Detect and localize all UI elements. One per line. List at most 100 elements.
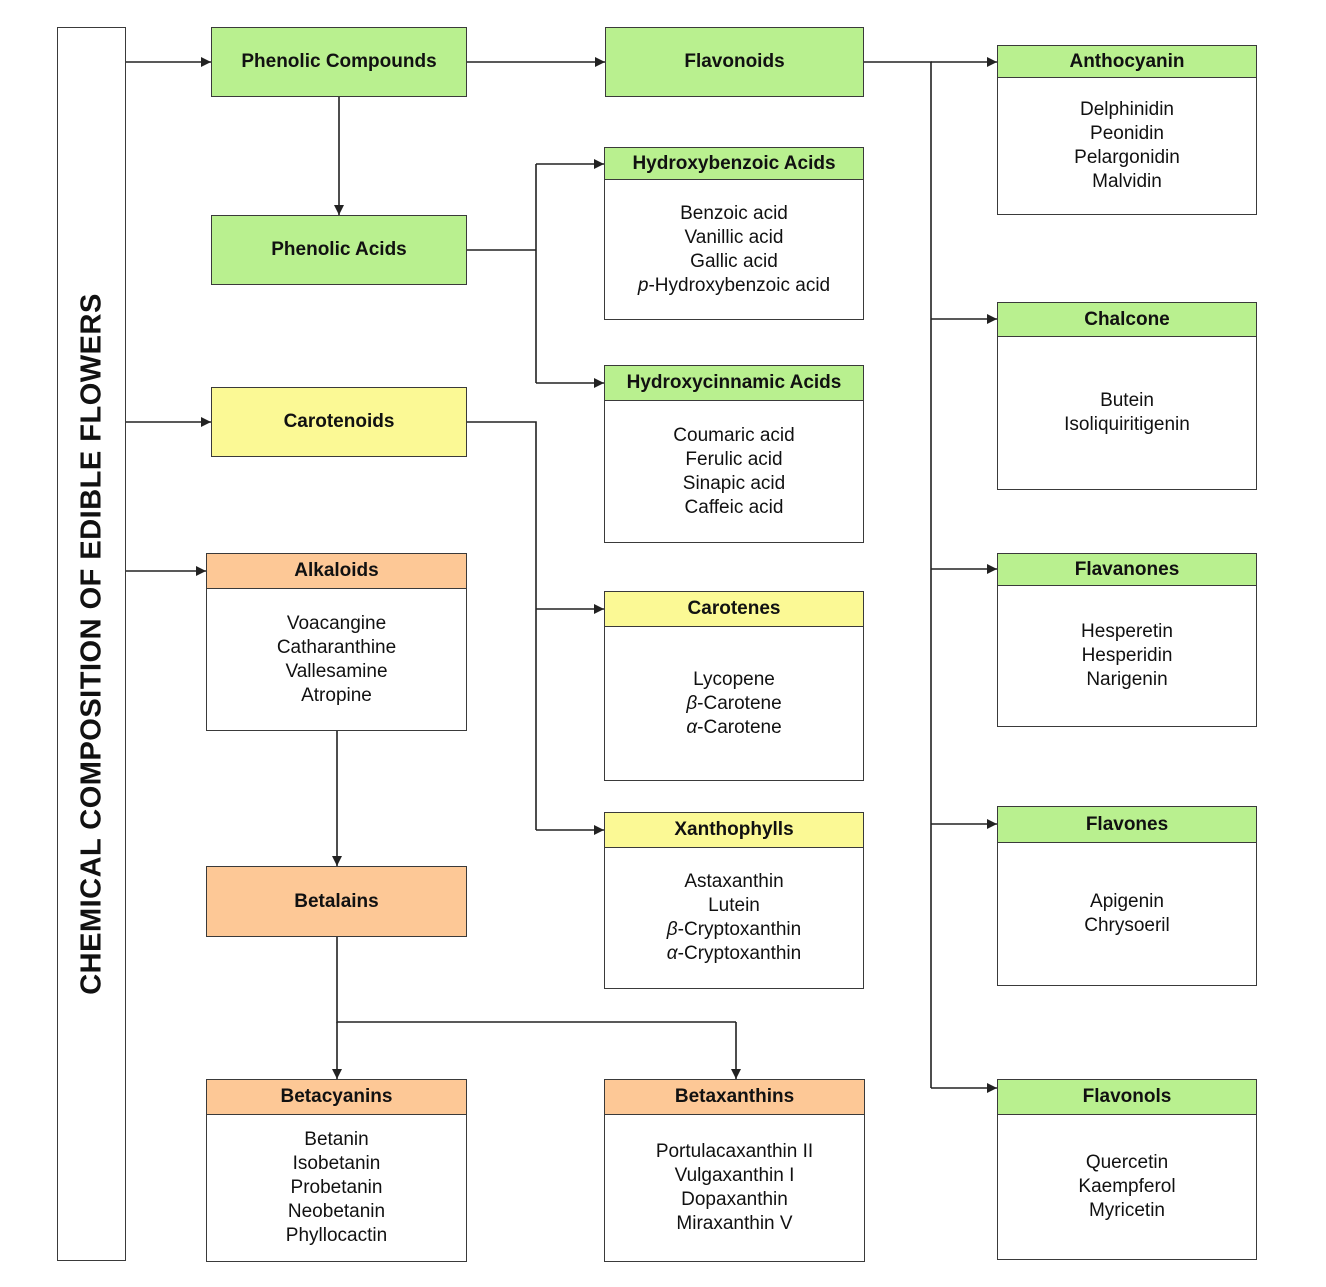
compound-item: Portulacaxanthin II [656,1140,813,1164]
compound-item: Vallesamine [285,660,387,684]
compound-item: Pelargonidin [1074,146,1180,170]
compound-item: Neobetanin [288,1200,385,1224]
compound-item: Caffeic acid [685,496,784,520]
card-title: Anthocyanin [998,46,1256,78]
compound-prefix: p [637,274,649,296]
compound-item: Catharanthine [277,636,396,660]
compound-name: Caffeic acid [684,496,784,518]
compound-name: Miraxanthin V [676,1213,793,1234]
compound-name: Neobetanin [287,1201,386,1222]
compound-name: Dopaxanthin [681,1189,788,1210]
compound-item: Hesperetin [1081,620,1173,644]
compound-item: Coumaric acid [673,424,794,448]
node-carotenoids: Carotenoids [211,387,467,457]
compound-name: Hesperidin [1081,645,1173,666]
compound-item: Narigenin [1086,668,1167,692]
compound-name: Narigenin [1086,669,1168,690]
card-title: Xanthophylls [605,813,863,848]
compound-name: -Cryptoxanthin [677,943,802,964]
compound-name: Probetanin [290,1177,383,1198]
carotenoids-branch [467,421,537,830]
card-title: Flavonols [998,1080,1256,1115]
compound-name: Vanillic acid [684,226,784,248]
compound-name: Atropine [301,684,372,706]
compound-item: Myricetin [1089,1199,1165,1223]
card-title: Hydroxycinnamic Acids [605,366,863,401]
diagram-title: CHEMICAL COMPOSITION OF EDIBLE FLOWERS [75,293,107,995]
compound-name: Pelargonidin [1074,147,1180,168]
compound-name: Vallesamine [285,660,388,682]
compound-name: Lycopene [693,668,775,690]
compound-item: Voacangine [287,612,386,636]
compound-name: -Cryptoxanthin [677,919,802,940]
diagram-title-box: CHEMICAL COMPOSITION OF EDIBLE FLOWERS [57,27,126,1261]
compound-item: Butein [1100,389,1154,413]
compound-name: Lutein [708,895,760,916]
compound-item: Phyllocactin [286,1224,387,1248]
compound-name: Gallic acid [690,250,778,272]
node-betalains: Betalains [206,866,467,937]
compound-name: Delphinidin [1079,99,1174,120]
compound-name: Malvidin [1092,171,1162,192]
compound-item: Vulgaxanthin I [675,1164,795,1188]
compound-name: Quercetin [1085,1152,1169,1173]
node-flavonoids: Flavonoids [605,27,864,97]
compound-name: Benzoic acid [680,202,788,224]
compound-item: α-Cryptoxanthin [667,942,801,966]
compound-item: Gallic acid [690,250,778,274]
compound-item: Atropine [301,684,372,708]
compound-item: Betanin [304,1128,368,1152]
compound-item: Lutein [708,894,760,918]
compound-item: Malvidin [1092,170,1162,194]
card-title: Betacyanins [207,1080,466,1115]
compound-item: Benzoic acid [680,202,788,226]
card-title: Alkaloids [207,554,466,589]
compound-prefix: α [666,943,678,964]
compound-item: Chrysoeril [1084,914,1170,938]
compound-name: Apigenin [1090,891,1164,912]
compound-name: Vulgaxanthin I [674,1165,795,1186]
compound-name: -Carotene [697,716,782,738]
compound-name: Myricetin [1088,1200,1165,1221]
card-title: Hydroxybenzoic Acids [605,148,863,180]
card-title: Flavones [998,807,1256,843]
flavonoids-branch [864,61,932,1088]
card-title: Carotenes [605,592,863,627]
compound-name: Isoliquiritigenin [1064,414,1190,435]
compound-prefix: α [686,716,698,738]
compound-item: Astaxanthin [684,870,783,894]
compound-name: Phyllocactin [285,1225,388,1246]
compound-name: -Carotene [697,692,782,714]
compound-item: Ferulic acid [685,448,782,472]
compound-item: Apigenin [1090,890,1164,914]
node-phenolic-compounds: Phenolic Compounds [211,27,467,97]
compound-name: Butein [1100,390,1154,411]
compound-item: p-Hydroxybenzoic acid [638,274,830,298]
compound-item: Delphinidin [1080,98,1174,122]
compound-name: Peonidin [1090,123,1164,144]
card-title: Chalcone [998,303,1256,337]
compound-name: Chrysoeril [1084,915,1170,936]
compound-prefix: β [666,919,678,940]
compound-item: Peonidin [1090,122,1164,146]
compound-item: β-Cryptoxanthin [667,918,801,942]
